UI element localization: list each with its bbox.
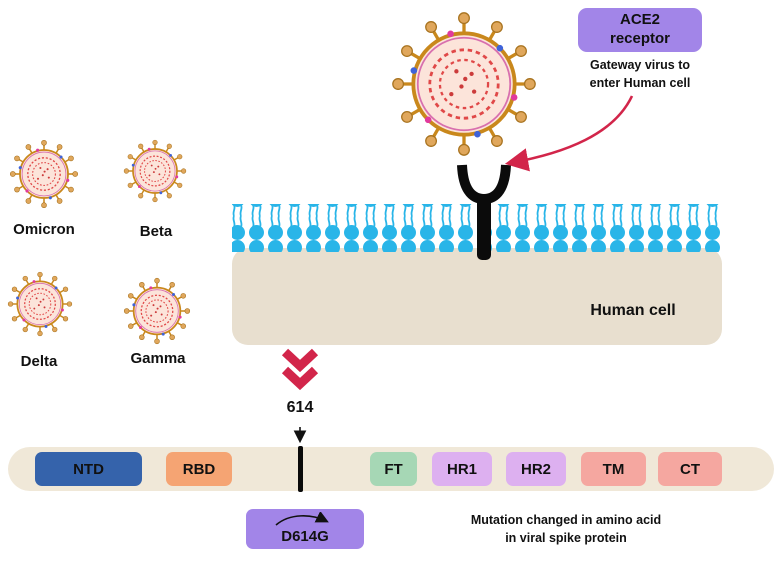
- spike-protein-bar: NTD RBD FT HR1 HR2 TM CT: [8, 446, 774, 492]
- mutation-site-chevron-icon: [281, 348, 319, 391]
- variant-label-beta: Beta: [139, 223, 173, 240]
- gateway-caption-line1: Gateway virus to: [589, 58, 691, 72]
- gateway-caption: Gateway virus to enter Human cell: [570, 57, 710, 92]
- variant-label-gamma: Gamma: [130, 350, 186, 367]
- mutation-caption-line2: in viral spike protein: [505, 531, 627, 546]
- gateway-caption-line2: enter Human cell: [589, 75, 691, 90]
- mutation-caption: Mutation changed in amino acid in viral …: [446, 511, 686, 547]
- domain-hr1: HR1: [432, 452, 492, 486]
- variant-label-omicron: Omicron: [13, 221, 75, 238]
- human-cell-label: Human cell: [590, 302, 676, 319]
- mutation-caption-line1: Mutation changed in amino acid: [470, 513, 662, 527]
- d614g-mutation-box: D614G: [246, 509, 364, 549]
- ace2-box-line2: receptor: [609, 30, 671, 47]
- domain-ct: CT: [658, 452, 722, 486]
- position-614-tick: [298, 446, 303, 492]
- variant-label-delta: Delta: [20, 353, 58, 370]
- ace2-receptor-icon: [457, 164, 511, 260]
- gateway-pointer-arrow-icon: [504, 95, 634, 172]
- d614g-label: D614G: [281, 528, 329, 545]
- domain-ft: FT: [370, 452, 417, 486]
- virus-icon-omicron: [9, 139, 79, 209]
- ace2-receptor-box: ACE2 receptor: [578, 8, 702, 52]
- virus-icon-beta: [123, 139, 187, 203]
- human-cell-body: [232, 248, 722, 345]
- coronavirus-icon-large: [390, 10, 538, 158]
- mutation-curve-arrow-icon: [275, 512, 329, 526]
- position-614-label: 614: [286, 399, 314, 416]
- domain-hr2: HR2: [506, 452, 566, 486]
- virus-icon-delta: [7, 271, 73, 337]
- virus-icon-gamma: [123, 277, 191, 345]
- domain-ntd: NTD: [35, 452, 142, 486]
- ace2-box-line1: ACE2: [619, 11, 660, 29]
- domain-rbd: RBD: [166, 452, 232, 486]
- domain-tm: TM: [581, 452, 646, 486]
